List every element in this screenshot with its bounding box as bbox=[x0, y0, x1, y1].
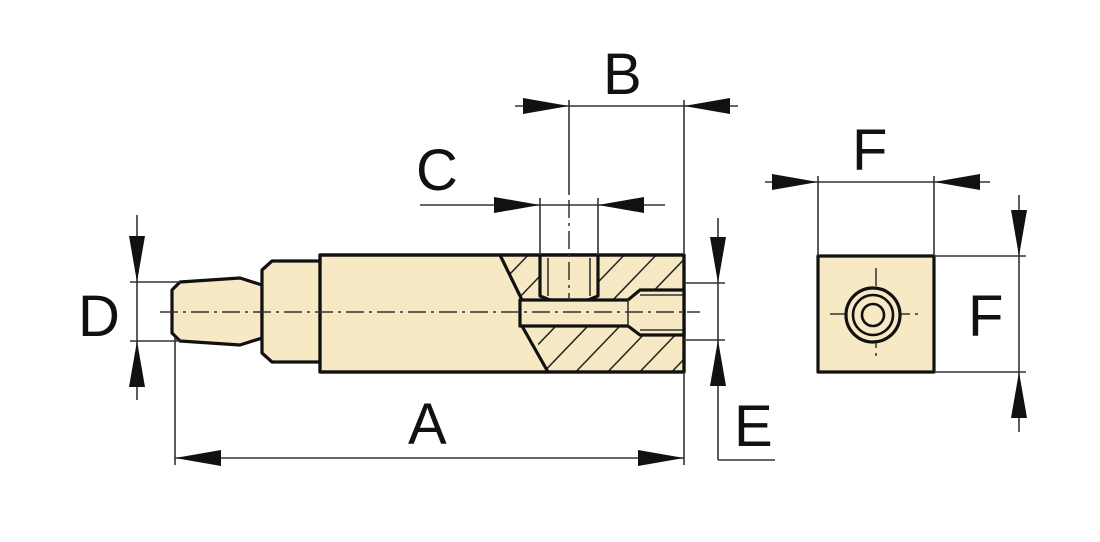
dimension-f-top: F bbox=[765, 118, 990, 256]
dimension-b: B bbox=[515, 42, 738, 255]
end-view-bore-inner bbox=[851, 293, 895, 337]
label-d: D bbox=[78, 284, 120, 349]
end-view bbox=[816, 254, 936, 374]
dimension-f-side: F bbox=[934, 195, 1027, 432]
label-f-side: F bbox=[968, 284, 1003, 349]
label-a: A bbox=[408, 392, 447, 457]
end-view-bore-core bbox=[860, 302, 886, 328]
dimension-d: D bbox=[78, 215, 180, 400]
side-view bbox=[160, 200, 700, 374]
label-b: B bbox=[603, 42, 642, 107]
label-c: C bbox=[416, 138, 458, 203]
dimension-c: C bbox=[416, 138, 665, 255]
label-e: E bbox=[734, 394, 773, 459]
label-f-top: F bbox=[852, 118, 887, 183]
dimension-a: A bbox=[174, 338, 685, 466]
dimension-e: E bbox=[684, 218, 775, 461]
